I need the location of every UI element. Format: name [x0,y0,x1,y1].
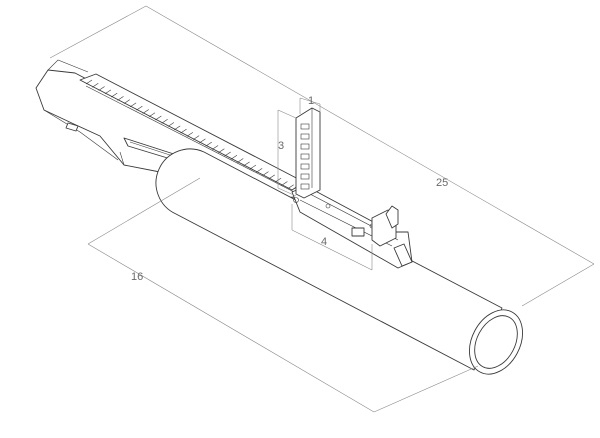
dimension-label-rail-offset: 4 [321,236,327,248]
rail-slot [224,151,231,157]
rail-slot [262,171,269,176]
ladder-rung [300,133,310,140]
rail-slot [155,115,162,121]
rail-slot [167,122,175,127]
rail-slot [123,99,130,104]
ladder-rungs [300,123,310,190]
rail-slot [256,168,263,173]
rail-slot [117,96,124,101]
dimension-label-tube-length: 16 [131,271,143,283]
rail-slot [281,181,288,186]
rail-slot [211,145,219,150]
ladder-rung [300,123,310,130]
rail-slot [136,105,143,111]
ladder-rung [300,163,310,170]
rail-slot [218,148,225,153]
rail-slot [243,161,250,167]
ladder-rung [300,183,310,190]
rail-slot [129,102,137,108]
dimension-lines [49,5,595,413]
sight-latch [351,227,365,237]
ladder-rung [300,143,310,150]
rail-slot [111,92,118,98]
rail-slot [142,109,149,114]
rail-slot [192,135,200,140]
dimension-label-overall-length: 25 [436,177,448,189]
rail-slot [205,141,212,147]
sight-assembly [291,107,413,269]
rail-slot [148,112,156,117]
tube-muzzle-inner [474,315,518,369]
rail-slot [92,83,99,88]
rail-slot [161,119,168,124]
rail-slot [199,138,206,144]
rail-slot [85,79,93,85]
dimension-label-sight-width: 1 [308,95,314,107]
ladder-rung [300,173,310,180]
rail-slot [104,89,112,95]
rail-slot [98,86,105,91]
rail-slot [268,174,275,180]
ladder-rung [300,153,310,160]
rail-slot [249,164,257,170]
picatinny-rail [79,73,305,194]
rail-slot [186,132,194,137]
rail-slot [287,184,294,189]
dimension-label-sight-height: 3 [278,140,284,152]
launch-tube [155,148,523,375]
mount-screw [325,203,331,209]
rail-slot [230,155,238,160]
rail-slot [237,158,244,163]
rail-slot [174,125,181,131]
mount-screw [293,197,299,203]
rail-slot [180,128,187,134]
